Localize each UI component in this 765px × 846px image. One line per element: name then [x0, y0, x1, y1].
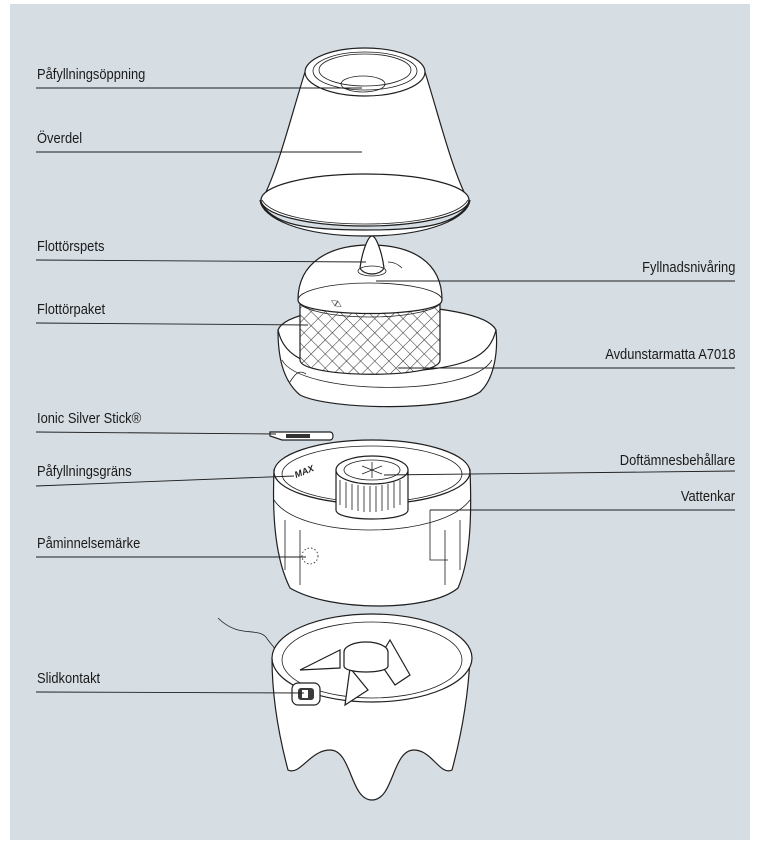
- label-evaporator-mat: Avdunstarmatta A7018: [605, 346, 735, 363]
- label-float-tip: Flottörspets: [37, 238, 104, 255]
- label-fill-limit: Påfyllningsgräns: [37, 463, 132, 480]
- slide-switch: [292, 683, 320, 705]
- label-water-tank: Vattenkar: [681, 488, 735, 505]
- label-float-package: Flottörpaket: [37, 301, 105, 318]
- scent-container: [336, 456, 408, 519]
- label-slide-switch: Slidkontakt: [37, 670, 100, 687]
- label-ionic-silver-stick: Ionic Silver Stick®: [37, 410, 141, 427]
- label-top-part: Överdel: [37, 130, 82, 147]
- float-tip: [360, 236, 384, 274]
- top-part: [260, 48, 470, 236]
- ionic-silver-stick: [270, 432, 333, 440]
- label-reminder-mark: Påminnelsemärke: [37, 535, 140, 552]
- base-unit: [218, 614, 472, 800]
- water-tank: MAX: [274, 440, 471, 606]
- label-fill-level-ring: Fyllnadsnivåring: [642, 259, 735, 276]
- label-scent-container: Doftämnesbehållare: [620, 452, 735, 469]
- label-fill-opening: Påfyllningsöppning: [37, 66, 145, 83]
